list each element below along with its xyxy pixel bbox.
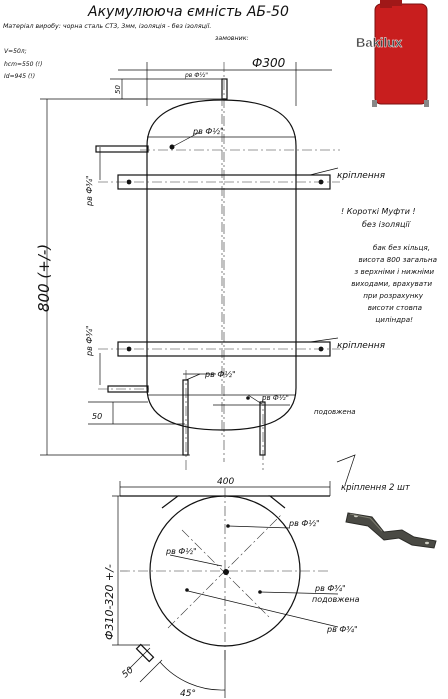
tank-note-line7: циліндра!	[375, 315, 413, 324]
mount-label-lower: кріплення	[337, 341, 386, 351]
nozzle-side-top-label: рв Ф½"	[192, 127, 224, 136]
tank-note-line6: висоти стовпа	[368, 303, 422, 312]
top-pipe-d-label: рв Ф¾"	[326, 625, 358, 634]
note-short-fittings-line2: без ізоляції	[362, 220, 412, 229]
material-note: Матеріал виробу: чорна сталь СТ3, 3мм, і…	[3, 22, 211, 30]
spec-hcm: hcm=550 (!)	[4, 61, 42, 68]
customer-label: замовник:	[215, 35, 249, 42]
pipe-top-label: рв Ф½"	[184, 72, 208, 79]
dim-base-offset: 50	[121, 665, 136, 680]
tank-note-line1: бак без кільця,	[373, 243, 430, 252]
mount-label-upper: кріплення	[337, 171, 386, 181]
tank-note-line2: висота 800 загальна	[359, 255, 437, 264]
dim-bottom-width: 400	[217, 477, 234, 487]
spec-volume: V=50л;	[4, 48, 27, 55]
top-view: 400 рв Ф½" рв Ф½" рв Ф¾" подовжена рв Ф¾…	[103, 477, 360, 699]
pipe-inner-1-label: рв Ф½"	[204, 370, 236, 379]
top-pipe-b-label: рв Ф½"	[165, 547, 197, 556]
mount-bracket-image	[345, 512, 437, 549]
dim-top-offset: 50	[114, 85, 122, 94]
dim-bottom-offset: 50	[92, 412, 102, 421]
tank-note-line4: виходами, врахувати	[351, 279, 432, 288]
tank-note-line3: з верхніми і нижніми	[354, 267, 434, 276]
extended-label: подовжена	[314, 408, 356, 416]
pipe-side-lower-label: рв Ф¾"	[85, 325, 94, 357]
side-view: Ф300 рв Ф½" 50 рв Ф½" кріплення кріп	[35, 56, 386, 470]
top-pipe-c-note: подовжена	[312, 595, 360, 604]
top-pipe-c-label: рв Ф¾"	[314, 584, 346, 593]
pipe-inner-2-label: рв Ф½"	[261, 394, 289, 402]
tank-note-line5: при розрахунку	[363, 291, 424, 300]
pipe-side-upper-label: рв Ф¾"	[85, 175, 94, 207]
note-short-fittings-line1: ! Короткі Муфти !	[341, 207, 416, 216]
logo: Bakilux	[356, 0, 429, 107]
mount-count-label: кріплення 2 шт	[341, 483, 411, 493]
dim-top-diameter: Ф300	[252, 56, 286, 70]
dim-total-height: 800 (+/-)	[35, 244, 53, 312]
drawing-title: Акумулююча ємність АБ-50	[87, 4, 289, 20]
dim-base-diameter: Ф310-320 +/-	[103, 564, 116, 640]
dim-angle: 45°	[180, 689, 196, 699]
mount-detail: кріплення 2 шт	[336, 454, 445, 555]
top-pipe-a-label: рв Ф½"	[288, 519, 320, 528]
logo-text: Bakilux	[356, 35, 403, 50]
spec-id: Id=945 (!)	[4, 73, 35, 80]
